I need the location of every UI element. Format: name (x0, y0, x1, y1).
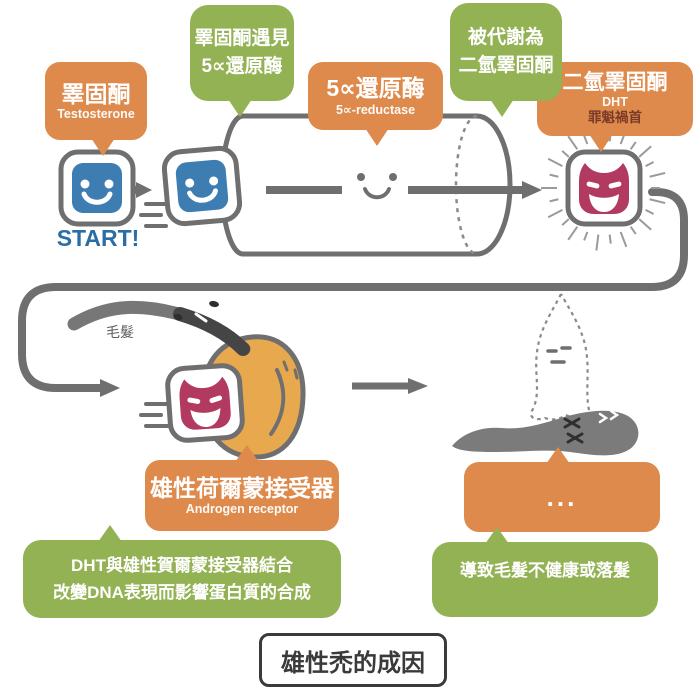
bubble-tagline: 罪魁禍首 (588, 110, 642, 126)
tube-right-cap (476, 113, 513, 257)
arrow-3-icon (352, 378, 428, 394)
flow-arrowhead-icon (100, 379, 120, 397)
speed-lines-icon (139, 402, 170, 428)
radiance-icon (541, 125, 666, 251)
hair-strand (67, 300, 251, 356)
bubble-reductase: 5∝還原酶 5∝-reductase (308, 62, 443, 146)
bubble-title: 二氫睪固酮 (562, 71, 668, 95)
fallen-hair (452, 409, 639, 456)
diagram-title-text: 雄性禿的成因 (281, 649, 425, 677)
bubble-hair-loss: 導致毛髮不健康或落髮 (432, 527, 658, 617)
bubble-subtitle: Testosterone (57, 107, 135, 122)
bubble-subtitle: 5∝-reductase (335, 102, 416, 117)
testosterone-character-moving (161, 145, 243, 227)
x-eyes-icon (563, 417, 584, 444)
dht-devil-character (565, 149, 643, 227)
bubble-dht: 二氫睪固酮 DHT 罪魁禍首 (537, 62, 693, 152)
hair-label: 毛髮 (106, 324, 134, 340)
start-label: START! (56, 225, 140, 251)
tube-smiley-face-icon (357, 173, 397, 200)
bubble-line: 改變DNA表現而影響蛋白質的合成 (53, 583, 311, 602)
bubble-line: 二氫睪固酮 (458, 55, 554, 76)
bubble-line: 睪固酮遇見 (194, 27, 290, 49)
bubble-title: 5∝還原酶 (326, 75, 425, 102)
bubble-subtitle: Androgen receptor (185, 501, 299, 516)
bubble-metabolized-into-dht: 被代謝為 二氫睪固酮 (450, 3, 562, 117)
bubble-androgen-receptor: 雄性荷爾蒙接受器 Androgen receptor (145, 445, 339, 531)
tube-arrow-icon (266, 181, 542, 199)
ellipsis-label: ... (546, 481, 578, 512)
bubble-line: 5∝還原酶 (201, 56, 283, 77)
flow-path (18, 188, 688, 397)
hair-ghost-icon (529, 293, 592, 421)
hair-damage-marks-icon (598, 409, 620, 424)
speed-lines-icon (139, 202, 168, 228)
testosterone-character (58, 149, 136, 227)
tube-hidden-edge (454, 114, 478, 256)
bubble-title: 睪固酮 (61, 80, 131, 107)
bubble-result-ellipsis: ... (464, 447, 660, 532)
dht-devil-character-binding (165, 363, 245, 443)
diagram-title: 雄性禿的成因 (259, 633, 447, 687)
bubble-testosterone-meets-reductase: 睪固酮遇見 5∝還原酶 (190, 5, 294, 117)
bubble-subtitle: DHT (602, 95, 628, 110)
bubble-dht-binds-receptor: DHT與雄性賀爾蒙接受器結合 改變DNA表現而影響蛋白質的合成 (23, 525, 341, 618)
follicle-crease (269, 368, 286, 436)
bubble-testosterone: 睪固酮 Testosterone (45, 62, 147, 156)
bubble-line: DHT與雄性賀爾蒙接受器結合 (71, 555, 293, 575)
follicle-ticks (282, 360, 299, 380)
bubble-line: 被代謝為 (467, 26, 544, 48)
bubble-title: 雄性荷爾蒙接受器 (150, 475, 334, 502)
bubble-line: 導致毛髮不健康或落髮 (460, 561, 630, 580)
